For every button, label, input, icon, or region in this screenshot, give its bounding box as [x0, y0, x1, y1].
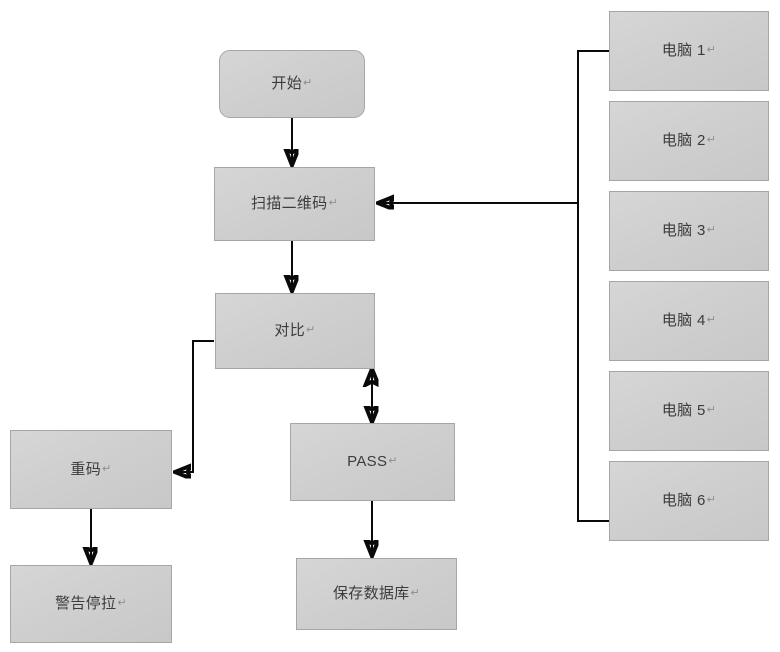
node-save-database[interactable]: 保存数据库↵: [296, 558, 457, 630]
node-computer-6-label: 电脑 6: [661, 492, 706, 509]
node-scan-qrcode[interactable]: 扫描二维码↵: [214, 167, 375, 241]
node-compare-label: 对比: [274, 322, 306, 339]
paragraph-mark-icon: ↵: [117, 597, 127, 610]
paragraph-mark-icon: ↵: [706, 314, 717, 327]
node-pass-label: PASS: [347, 453, 388, 470]
paragraph-mark-icon: ↵: [388, 455, 398, 468]
node-pass[interactable]: PASS↵: [290, 423, 455, 501]
node-computer-1-label: 电脑 1: [661, 42, 706, 59]
node-compare[interactable]: 对比↵: [215, 293, 375, 369]
paragraph-mark-icon: ↵: [706, 404, 717, 417]
paragraph-mark-icon: ↵: [303, 77, 313, 90]
paragraph-mark-icon: ↵: [410, 587, 421, 600]
node-computer-5-label: 电脑 5: [661, 402, 706, 419]
paragraph-mark-icon: ↵: [328, 197, 339, 210]
node-computer-2[interactable]: 电脑 2↵: [609, 101, 769, 181]
node-duplicate-code-label: 重码: [70, 460, 102, 478]
node-save-database-label: 保存数据库: [332, 585, 410, 602]
node-computer-5[interactable]: 电脑 5↵: [609, 371, 769, 451]
paragraph-mark-icon: ↵: [706, 134, 717, 147]
node-computer-3[interactable]: 电脑 3↵: [609, 191, 769, 271]
paragraph-mark-icon: ↵: [706, 494, 717, 507]
node-warning-stop[interactable]: 警告停拉↵: [10, 565, 172, 643]
node-start-label: 开始: [271, 75, 303, 92]
node-computer-4[interactable]: 电脑 4↵: [609, 281, 769, 361]
node-computer-1[interactable]: 电脑 1↵: [609, 11, 769, 91]
paragraph-mark-icon: ↵: [102, 462, 112, 475]
paragraph-mark-icon: ↵: [706, 224, 717, 237]
node-warning-stop-label: 警告停拉: [55, 595, 117, 612]
node-scan-qrcode-label: 扫描二维码: [250, 195, 328, 212]
connector-computer-bus-trunk: [577, 50, 609, 522]
node-computer-6[interactable]: 电脑 6↵: [609, 461, 769, 541]
node-computer-3-label: 电脑 3: [661, 222, 706, 239]
node-duplicate-code[interactable]: 重码↵: [10, 430, 172, 509]
connector-compare-to-dup: [176, 340, 214, 472]
node-computer-4-label: 电脑 4: [661, 312, 706, 329]
node-start[interactable]: 开始↵: [219, 50, 365, 118]
paragraph-mark-icon: ↵: [306, 324, 316, 337]
node-computer-2-label: 电脑 2: [661, 132, 706, 149]
paragraph-mark-icon: ↵: [706, 44, 717, 57]
